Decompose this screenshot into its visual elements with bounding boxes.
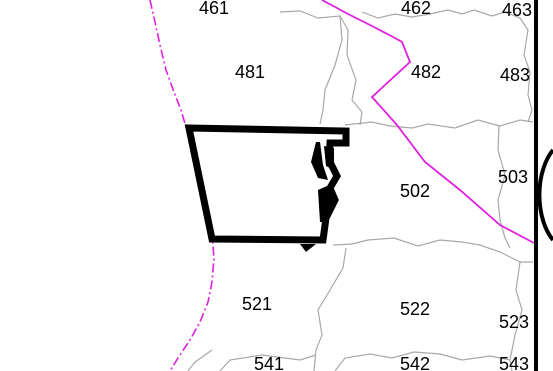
zone-label-503: 503 [498, 167, 528, 187]
tract-line-row-520 [332, 237, 533, 263]
highlighted-area[interactable] [184, 124, 350, 252]
zone-label-461: 461 [199, 0, 229, 18]
magenta-diagonal-boundary [321, 0, 535, 244]
highlight-outline[interactable] [184, 124, 350, 244]
tract-line-521-522 [313, 247, 347, 371]
map-frame [534, 0, 553, 371]
zone-label-521: 521 [242, 294, 272, 314]
tract-line-top-right [361, 9, 533, 123]
zone-label-523: 523 [499, 312, 529, 332]
zone-label-462: 462 [401, 0, 431, 18]
zone-label-481: 481 [235, 62, 265, 82]
zone-labels: 461 462 463 481 482 483 502 503 521 522 … [199, 0, 532, 371]
tract-line-bottom-left [187, 349, 213, 371]
frame-circle-arc [537, 148, 553, 242]
zone-label-522: 522 [400, 299, 430, 319]
zone-label-502: 502 [400, 181, 430, 201]
tract-line-row-500 [344, 119, 534, 129]
tract-line-row-540-right [334, 351, 511, 371]
tract-line-top-mid [279, 10, 343, 125]
highlight-inner-block [324, 146, 334, 170]
highlight-inner-spike-1 [311, 142, 328, 180]
zone-label-542: 542 [400, 354, 430, 371]
tract-boundaries [187, 9, 534, 371]
tract-line-481-482 [339, 15, 363, 126]
zone-label-543: 543 [499, 354, 529, 371]
tract-line-row-540-left [219, 354, 317, 371]
tract-line-522-523 [509, 261, 523, 371]
zone-label-482: 482 [411, 62, 441, 82]
zone-label-463: 463 [502, 0, 532, 20]
zone-label-541: 541 [254, 354, 284, 371]
tract-line-502-503 [497, 125, 511, 249]
highlight-notch [300, 244, 316, 252]
zone-label-483: 483 [500, 65, 530, 85]
highlight-inner-spike-2 [318, 186, 333, 222]
